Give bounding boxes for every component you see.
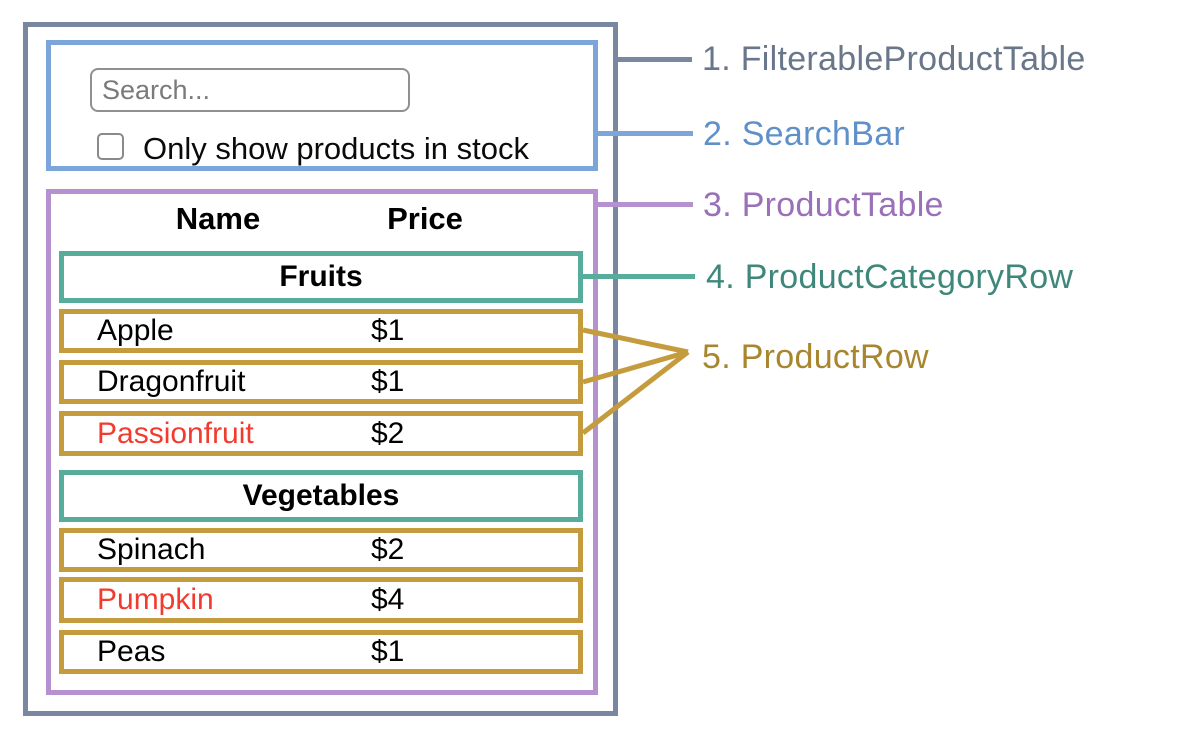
connector-line-filterable-product-table [618,57,692,62]
product-price: $2 [371,533,405,566]
product-price: $1 [371,365,405,398]
legend-product-row: 5. ProductRow [702,338,929,376]
product-name: Apple [97,314,174,347]
product-price: $4 [371,583,405,616]
legend-product-table: 3. ProductTable [703,186,944,224]
product-row-dragonfruit: Dragonfruit $1 [59,360,583,404]
category-label: Fruits [279,260,363,293]
connector-line-product-category-row [583,274,695,279]
product-name: Peas [97,635,166,668]
connector-line-search-bar [598,131,693,136]
product-price: $1 [371,635,405,668]
product-name: Passionfruit [97,416,254,450]
in-stock-checkbox[interactable] [97,133,124,160]
connector-line-product-table [598,202,693,207]
column-header-name: Name [175,201,261,236]
legend-product-category-row: 4. ProductCategoryRow [706,258,1074,296]
search-input[interactable] [90,68,410,112]
product-name: Spinach [97,533,206,566]
legend-filterable-product-table: 1. FilterableProductTable [702,40,1086,78]
product-row-spinach: Spinach $2 [59,528,583,572]
product-price: $1 [371,314,405,347]
product-row-passionfruit: Passionfruit $2 [59,411,583,456]
category-row-vegetables: Vegetables [59,470,583,522]
legend-search-bar: 2. SearchBar [703,115,906,153]
product-name: Pumpkin [97,583,214,616]
column-header-price: Price [387,201,463,236]
product-price: $2 [371,416,405,450]
in-stock-checkbox-label: Only show products in stock [143,131,529,166]
product-row-peas: Peas $1 [59,630,583,674]
product-name: Dragonfruit [97,365,246,398]
product-row-pumpkin: Pumpkin $4 [59,577,583,623]
category-label: Vegetables [242,479,400,512]
category-row-fruits: Fruits [59,251,583,303]
product-row-apple: Apple $1 [59,309,583,353]
